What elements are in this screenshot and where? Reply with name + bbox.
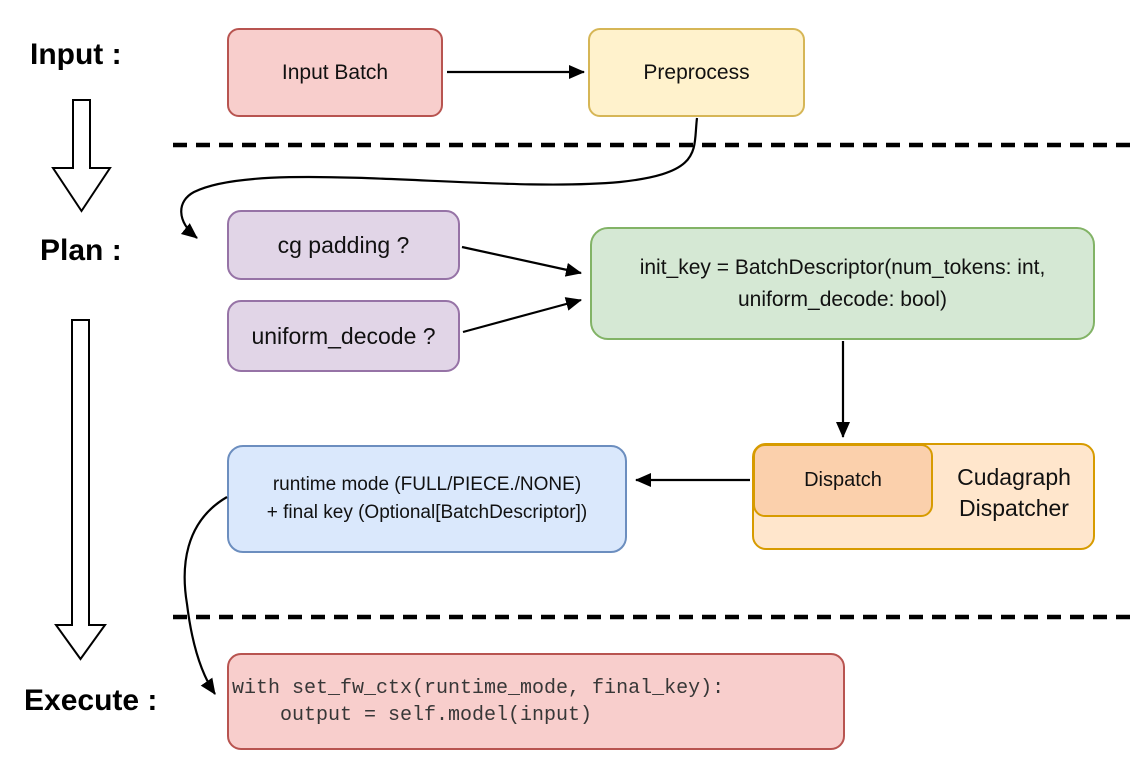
- arrow-runtime-to-execute-code: [183, 496, 228, 695]
- node-uniform-decode: uniform_decode ?: [227, 300, 460, 372]
- hollow-arrow-plan-to-execute: [54, 319, 107, 661]
- hollow-arrow-input-to-plan: [51, 99, 112, 213]
- arrow-cg-padding-to-init-key: [461, 245, 582, 277]
- node-dispatch: Dispatch: [753, 444, 933, 517]
- input-section-label: Input :: [30, 38, 122, 71]
- plan-section-label: Plan :: [40, 234, 122, 267]
- node-cg-padding: cg padding ?: [227, 210, 460, 280]
- arrow-preprocess-to-cg-padding: [180, 117, 699, 239]
- cudagraph-dispatcher-label: Cudagraph Dispatcher: [957, 464, 1071, 522]
- node-execute-code: with set_fw_ctx(runtime_mode, final_key)…: [227, 653, 845, 750]
- execute-section-label: Execute :: [24, 684, 158, 717]
- node-input-batch: Input Batch: [227, 28, 443, 117]
- node-runtime-result: runtime mode (FULL/PIECE./NONE) + final …: [227, 445, 627, 553]
- node-init-key: init_key = BatchDescriptor(num_tokens: i…: [590, 227, 1095, 340]
- arrow-uniform-decode-to-init-key: [462, 297, 582, 334]
- node-preprocess: Preprocess: [588, 28, 805, 117]
